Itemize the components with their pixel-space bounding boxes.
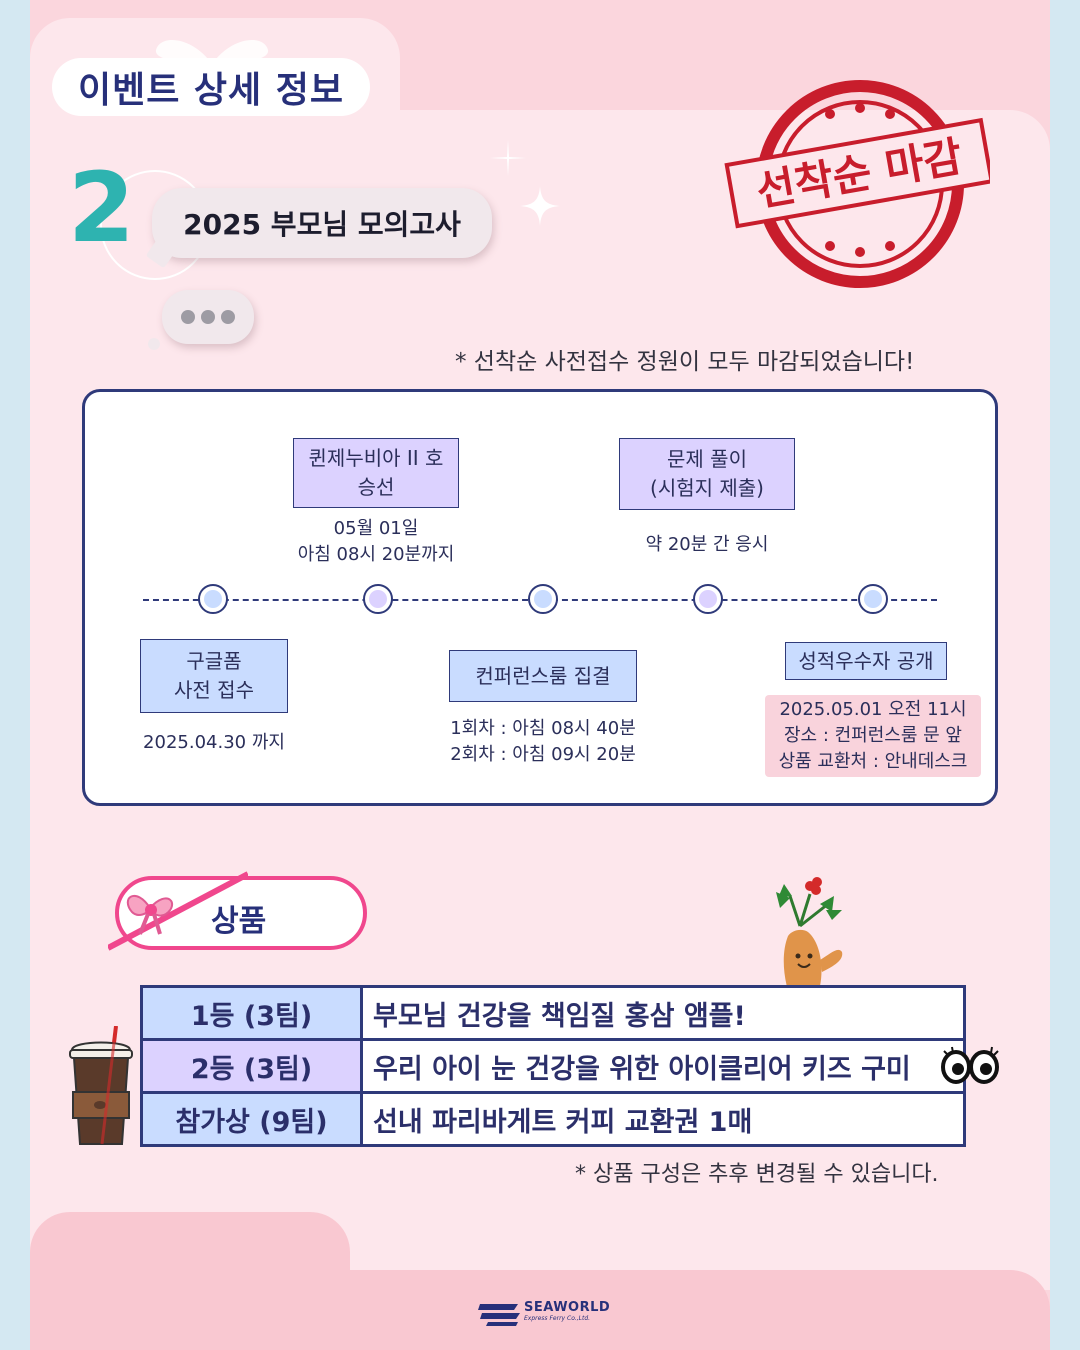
bottom-panel: [30, 1270, 1050, 1350]
iced-coffee-icon: [69, 1026, 133, 1145]
section-header-title: 이벤트 상세 정보: [78, 70, 344, 111]
typing-dot: [221, 310, 235, 324]
sold-out-stamp-icon: 선착순 마감: [724, 80, 990, 288]
timeline-step-boarding-detail: 05월 01일 아침 08시 20분까지: [297, 518, 455, 566]
sparkle-icon: [520, 186, 560, 226]
gift-bow-icon: [155, 39, 269, 64]
prize-table: 1등 (3팀) 부모님 건강을 책임질 홍삼 앰플! 2등 (3팀) 우리 아이…: [140, 985, 966, 1147]
eyes-icon: [941, 1046, 999, 1084]
timeline-step-gather: 컨퍼런스룸 집결: [449, 650, 637, 702]
prize-item: 선내 파리바게트 커피 교환권 1매: [360, 1091, 966, 1147]
typing-dot: [181, 310, 195, 324]
timeline-step-announce-detail: 2025.05.01 오전 11시 장소 : 컨퍼런스룸 문 앞 상품 교환처 …: [765, 695, 981, 778]
seaworld-logo-icon: [478, 1304, 520, 1326]
event-number: 2: [68, 152, 135, 264]
sparkle-icon: [490, 140, 526, 176]
table-row: 참가상 (9팀) 선내 파리바게트 커피 교환권 1매: [140, 1091, 966, 1147]
timeline-step-exam-detail: 약 20분 간 응시: [645, 534, 769, 555]
prize-item: 부모님 건강을 책임질 홍삼 앰플!: [360, 985, 966, 1041]
timeline-step-gather-detail: 1회차 : 아침 08시 40분 2회차 : 아침 09시 20분: [450, 718, 636, 766]
timeline-dot: [198, 584, 228, 614]
timeline-panel: 퀸제누비아 II 호 승선 05월 01일 아침 08시 20분까지 문제 풀이…: [82, 389, 998, 806]
closed-notice: * 선착순 사전접수 정원이 모두 마감되었습니다!: [455, 349, 915, 375]
timeline-dot: [528, 584, 558, 614]
prizes-header-title: 상품: [211, 904, 267, 939]
page-background: 이벤트 상세 정보 2 2025 부모님 모의고사 선착순 마감 * 선착순 사…: [30, 0, 1050, 1350]
prize-rank: 참가상 (9팀): [140, 1091, 363, 1147]
bubble-tail-dot: [148, 338, 160, 350]
table-row: 1등 (3팀) 부모님 건강을 책임질 홍삼 앰플!: [140, 985, 966, 1041]
section-header-pill: 이벤트 상세 정보: [52, 58, 370, 116]
timeline-step-boarding: 퀸제누비아 II 호 승선: [293, 438, 459, 508]
timeline-dot: [693, 584, 723, 614]
timeline-dot: [363, 584, 393, 614]
timeline-step-signup: 구글폼 사전 접수: [140, 639, 288, 713]
typing-dot: [201, 310, 215, 324]
prize-item: 우리 아이 눈 건강을 위한 아이클리어 키즈 구미: [360, 1038, 966, 1094]
event-title-bubble: 2025 부모님 모의고사: [152, 188, 492, 258]
logo-subtitle: Express Ferry Co.,Ltd.: [524, 1315, 591, 1322]
prize-rank: 2등 (3팀): [140, 1038, 363, 1094]
ribbon-bow-icon: [108, 871, 248, 951]
event-title: 2025 부모님 모의고사: [183, 208, 461, 241]
timeline-dot: [858, 584, 888, 614]
prize-change-notice: * 상품 구성은 추후 변경될 수 있습니다.: [575, 1162, 939, 1187]
typing-bubble: [162, 290, 254, 344]
timeline-step-signup-detail: 2025.04.30 까지: [143, 732, 285, 753]
timeline-step-announce: 성적우수자 공개: [785, 642, 947, 680]
prize-rank: 1등 (3팀): [140, 985, 363, 1041]
timeline-step-exam: 문제 풀이 (시험지 제출): [619, 438, 795, 510]
table-row: 2등 (3팀) 우리 아이 눈 건강을 위한 아이클리어 키즈 구미: [140, 1038, 966, 1094]
logo-name: SEAWORLD: [524, 1300, 611, 1315]
